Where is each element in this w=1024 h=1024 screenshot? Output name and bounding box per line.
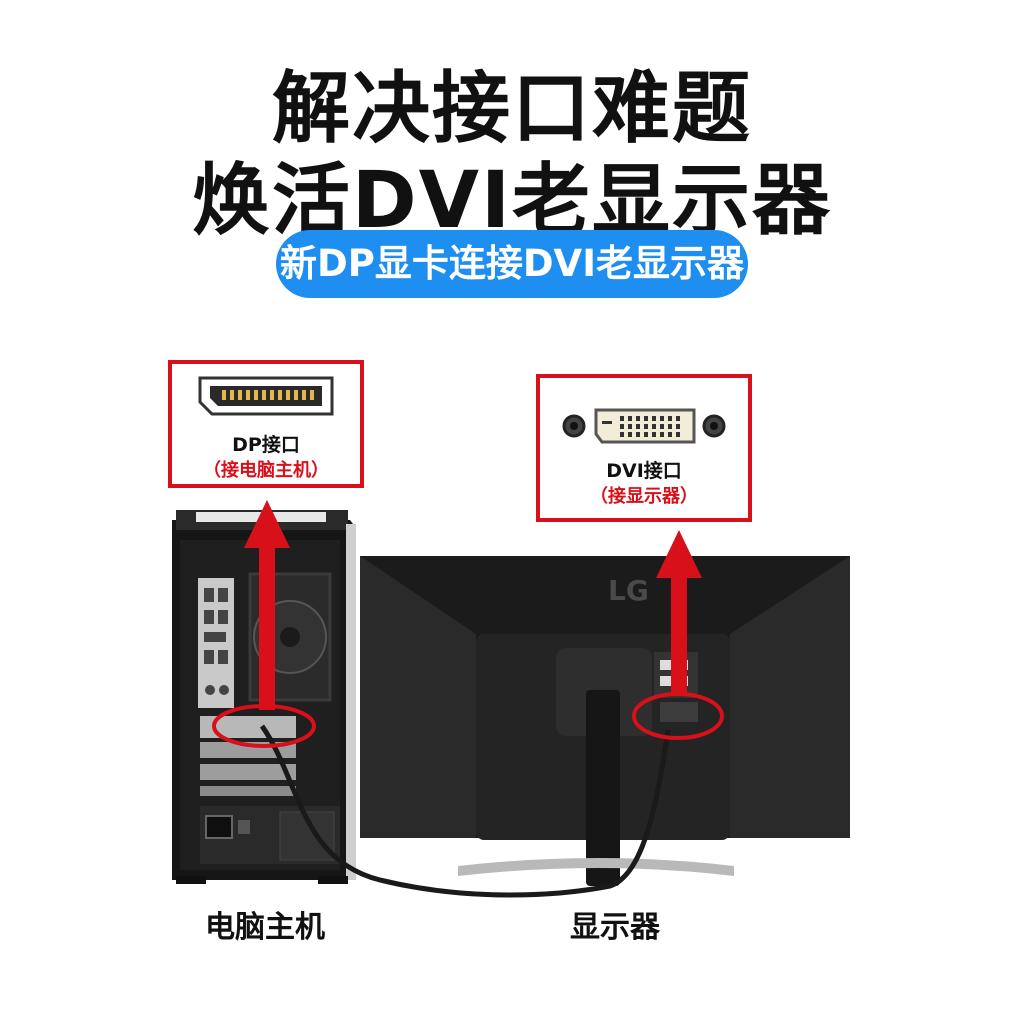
- subtitle-badge: 新DP显卡连接DVI老显示器: [276, 230, 748, 298]
- pc-caption: 电脑主机: [205, 910, 325, 945]
- dp-port-callout: DP接口 （接电脑主机）: [168, 360, 364, 488]
- dp-port-sublabel: （接电脑主机）: [203, 460, 329, 481]
- headline-line-1: 解决接口难题: [271, 64, 752, 154]
- dp-port-icon: [198, 376, 334, 416]
- arrow-up-icon: [244, 500, 290, 710]
- dvi-port-icon: [562, 408, 726, 444]
- monitor: LG: [360, 556, 850, 886]
- dp-to-dvi-cable: [259, 724, 671, 898]
- monitor-caption: 显示器: [570, 910, 660, 945]
- dp-port-label: DP接口: [232, 434, 300, 456]
- dvi-port-sublabel: （接显示器）: [590, 486, 698, 507]
- monitor-brand-logo: LG: [608, 574, 649, 607]
- dvi-port-label: DVI接口: [606, 460, 682, 482]
- arrow-up-icon: [656, 530, 702, 696]
- dvi-port-callout: DVI接口 （接显示器）: [536, 374, 752, 522]
